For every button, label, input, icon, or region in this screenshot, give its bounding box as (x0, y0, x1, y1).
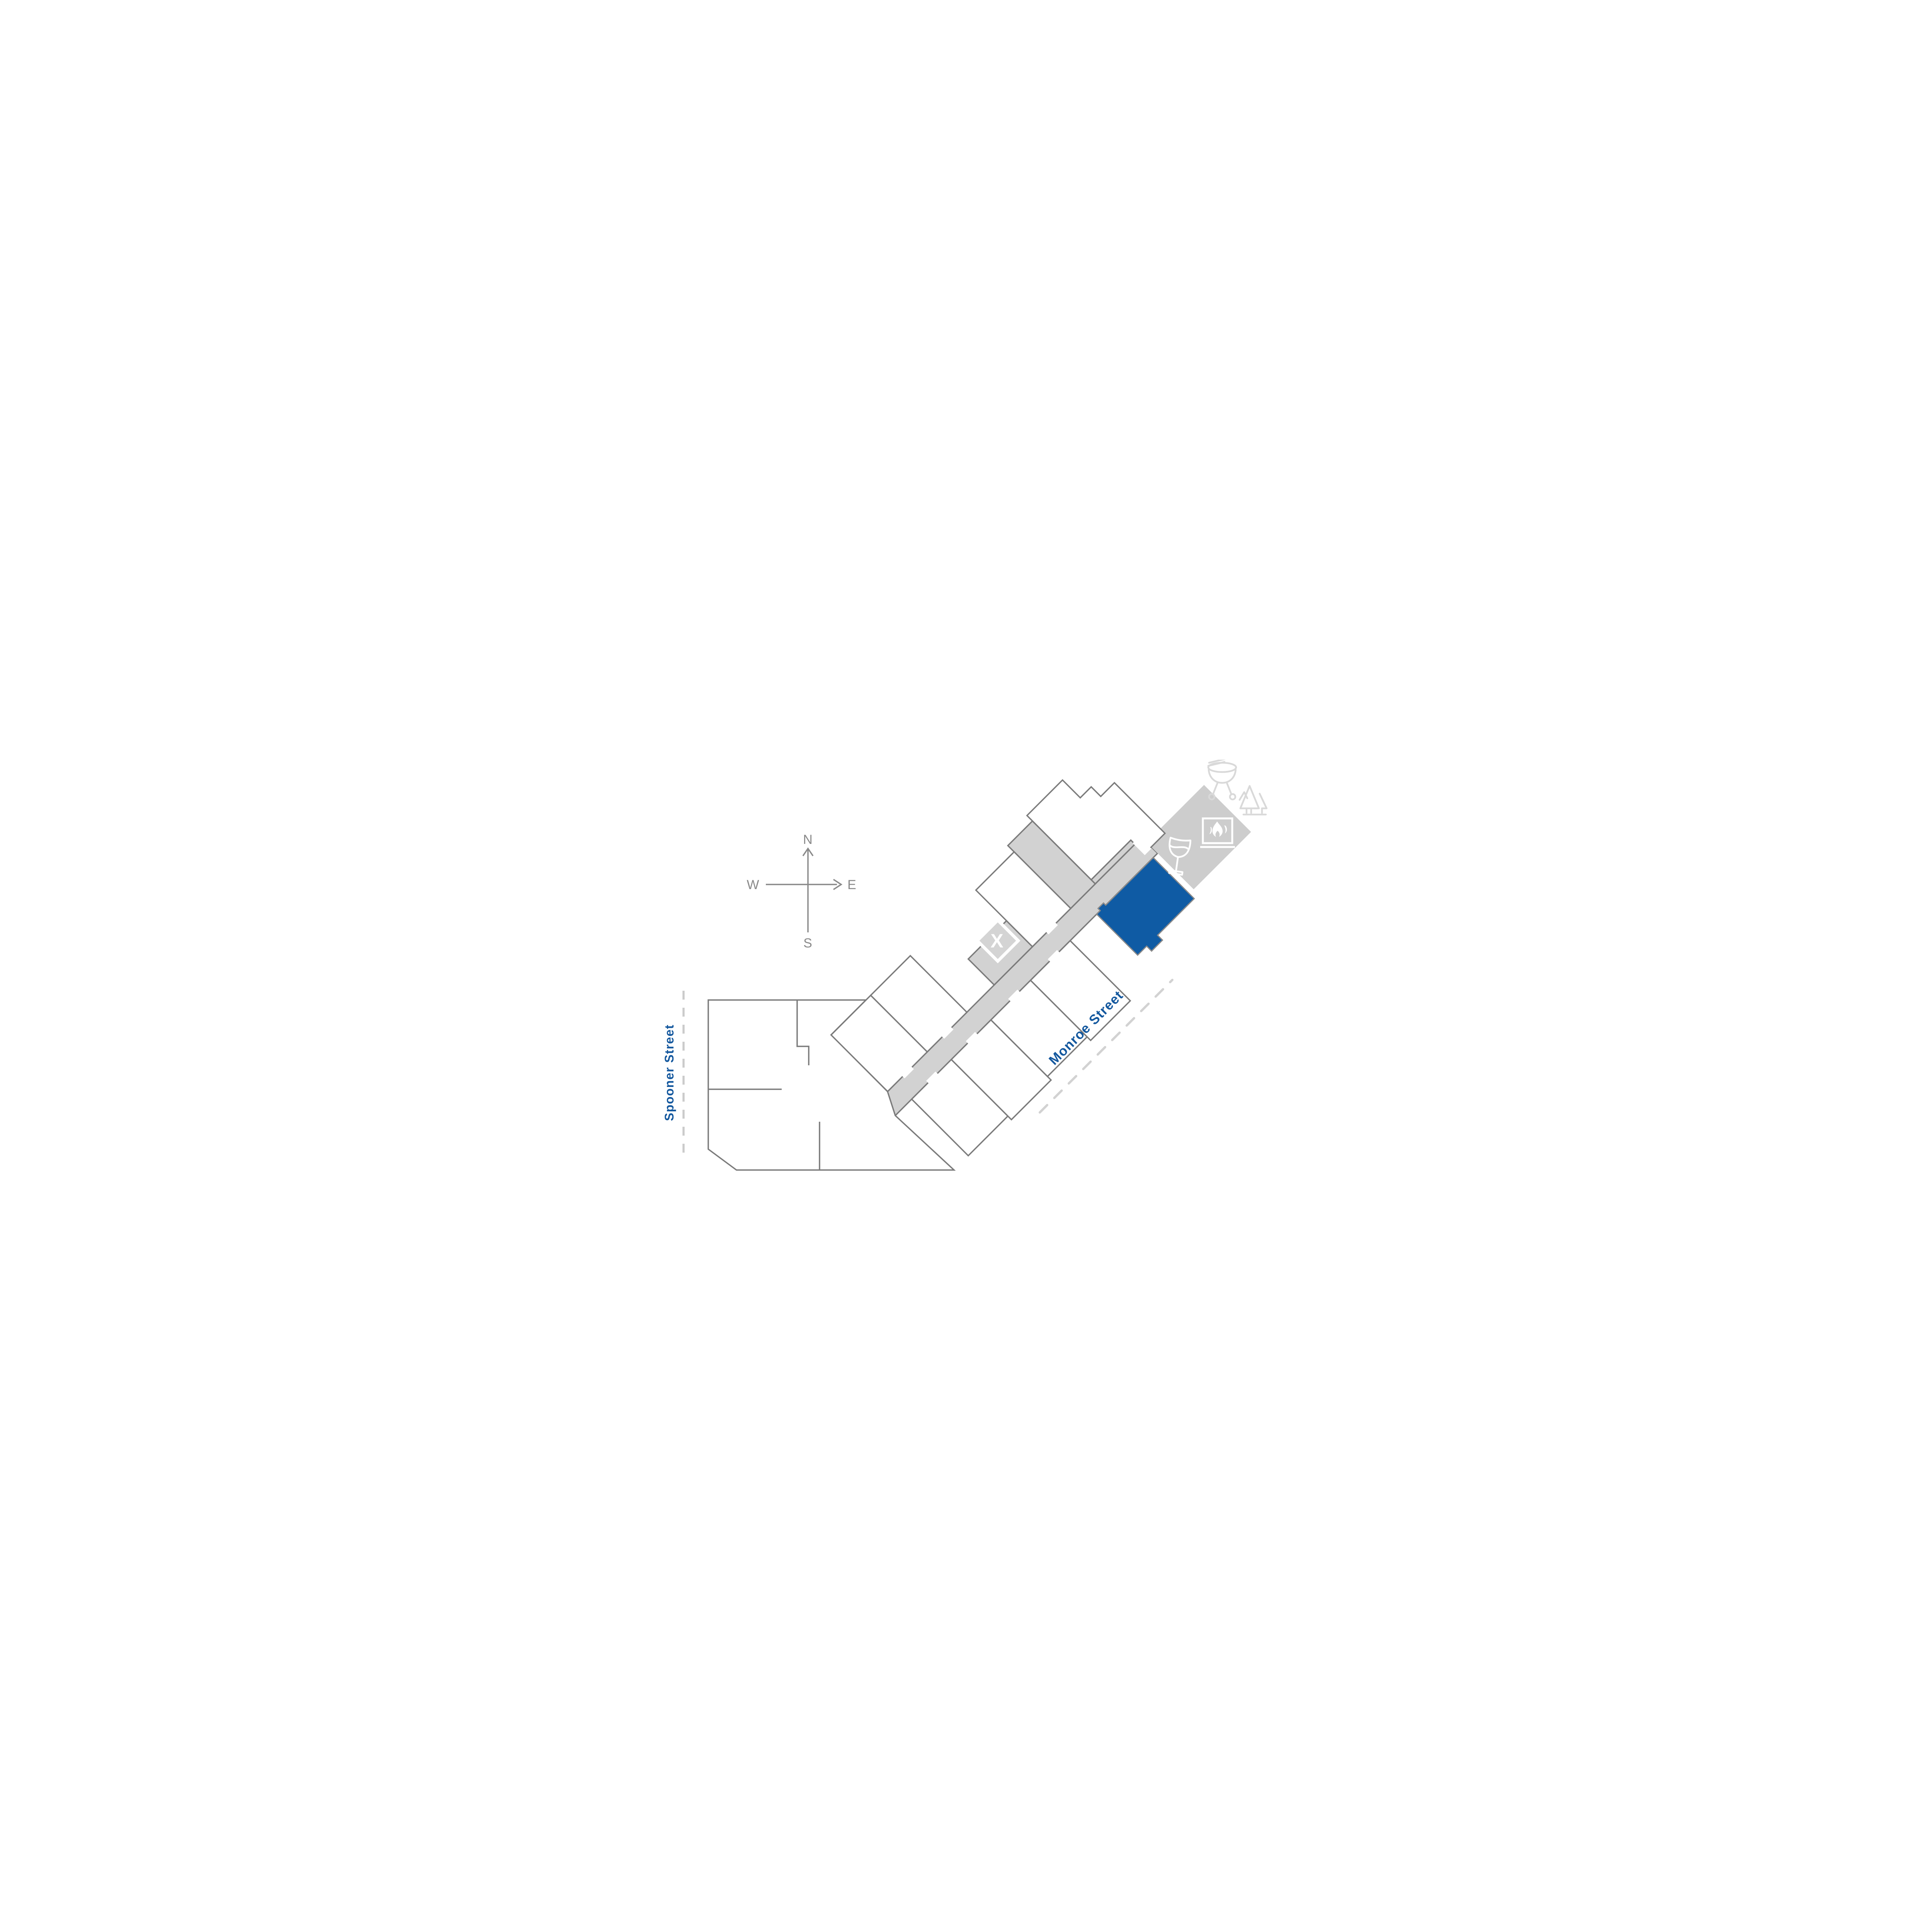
bbq-grill-icon (1207, 760, 1237, 801)
wine-glass-icon (1168, 837, 1192, 876)
spooner-street-label: Spooner Street (663, 1024, 676, 1121)
door-gap (926, 1071, 939, 1085)
unit-divider (796, 1000, 810, 1065)
patio-terrace (1146, 785, 1251, 889)
pine-trees-icon (1238, 785, 1268, 816)
door-gap (901, 1065, 914, 1078)
compass-west-label: W (747, 878, 759, 892)
spooner-street: Spooner Street (663, 991, 685, 1155)
wing-units (830, 779, 1199, 1157)
compass-south-label: S (803, 936, 813, 951)
monroe-street-line (1039, 979, 1173, 1114)
door-gap (1044, 921, 1058, 935)
stair-marker-label: X (990, 930, 1003, 952)
door-gap (1048, 950, 1061, 963)
site-plan-map: X N S E W (663, 760, 1268, 1171)
door-gap (1133, 837, 1151, 855)
building-wing (878, 785, 1251, 1117)
highlighted-unit[interactable] (1094, 855, 1199, 960)
door-gap (966, 1032, 979, 1045)
compass-north-label: N (803, 832, 813, 847)
compass-east-label: E (847, 878, 857, 892)
outdoor-fireplace-icon (1200, 817, 1235, 848)
door-gap (940, 1026, 954, 1039)
compass-rose: N S E W (747, 832, 856, 951)
stair-marker-icon (975, 918, 1020, 964)
door-gap (1008, 990, 1021, 1003)
